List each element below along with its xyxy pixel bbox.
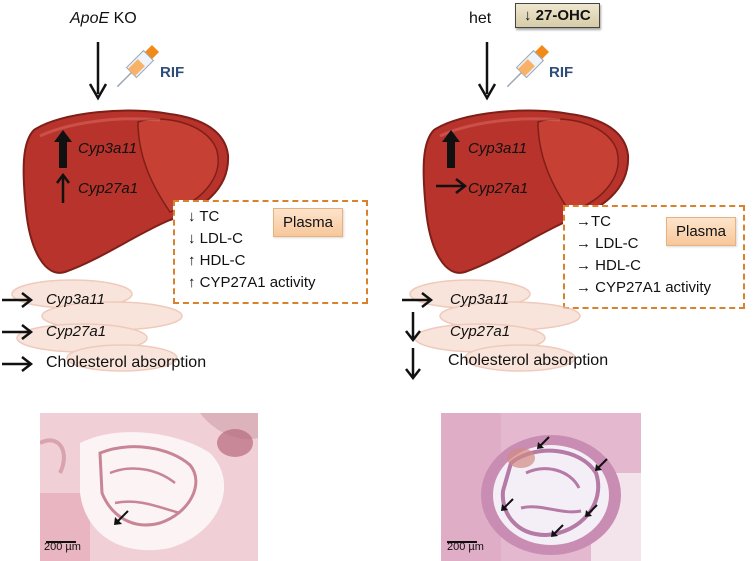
- right-plasma-item-hdl: → HDL-C: [576, 257, 642, 274]
- right-int-gene-cyp27a1: Cyp27a1: [450, 323, 511, 340]
- left-plasma-item-cyp27a1: ↑ CYP27A1 activity: [188, 274, 316, 291]
- right-liver-cyp27a1-flat-arrow: [436, 178, 468, 194]
- left-int-arrow-1: [2, 292, 34, 308]
- left-histology-image: 200 µm: [40, 413, 258, 561]
- right-intestine-icon: [409, 279, 581, 372]
- right-condition-label: het: [469, 10, 492, 27]
- left-int-gene-cyp3a11: Cyp3a11: [46, 291, 105, 308]
- right-scale-label: 200 µm: [447, 541, 484, 553]
- left-intestine-icon: [11, 279, 183, 372]
- left-condition-label: ApoE KO: [70, 10, 137, 27]
- left-liver-gene-cyp27a1: Cyp27a1: [78, 180, 139, 197]
- right-histology-pointer-arrow-4: [585, 504, 598, 517]
- right-histology-pointer-arrow-5: [551, 524, 564, 537]
- right-histology-pointer-arrow-2: [595, 458, 608, 471]
- right-liver-gene-cyp27a1: Cyp27a1: [468, 180, 529, 197]
- left-drug-label: RIF: [160, 64, 185, 81]
- right-histology-pointer-arrow-1: [537, 436, 550, 449]
- left-treatment-arrow: [88, 42, 108, 101]
- right-syringe-icon: [506, 44, 550, 88]
- left-plasma-tag: Plasma: [273, 208, 344, 237]
- left-int-cholesterol-absorption: Cholesterol absorption: [46, 354, 207, 371]
- right-treatment-arrow: [477, 42, 497, 101]
- left-liver-icon: [22, 109, 230, 274]
- right-histology-pointer-arrow-3: [501, 498, 514, 511]
- left-scale-bar: [46, 541, 76, 543]
- right-int-cholesterol-absorption: Cholesterol absorption: [448, 352, 609, 369]
- right-histology-image: 200 µm: [441, 413, 641, 561]
- right-plasma-item-ldl: → LDL-C: [576, 235, 639, 252]
- right-histology-drawing: [441, 413, 641, 561]
- left-syringe-icon: [116, 44, 160, 88]
- left-plasma-item-tc: ↓ TC: [188, 208, 220, 225]
- right-plasma-list: →TC → LDL-C → HDL-C → CYP27A1 activity: [576, 211, 711, 299]
- left-int-gene-cyp27a1: Cyp27a1: [46, 323, 107, 340]
- right-int-arrow-3: [405, 348, 421, 380]
- right-plasma-item-cyp27a1: → CYP27A1 activity: [576, 279, 712, 296]
- right-plasma-tag: Plasma: [666, 217, 737, 246]
- right-liver-cyp3a11-up-arrow: [442, 130, 460, 168]
- left-int-arrow-3: [2, 356, 34, 372]
- left-liver-gene-cyp3a11: Cyp3a11: [78, 140, 137, 157]
- right-int-arrow-1: [402, 292, 434, 308]
- left-liver-cyp3a11-up-arrow: [54, 130, 72, 168]
- right-int-gene-cyp3a11: Cyp3a11: [450, 291, 509, 308]
- right-plasma-item-tc: →TC: [576, 213, 611, 230]
- left-int-arrow-2: [2, 324, 34, 340]
- left-liver-cyp27a1-up-arrow: [56, 173, 70, 203]
- right-scale-bar: [447, 541, 477, 543]
- left-plasma-item-hdl: ↑ HDL-C: [188, 252, 246, 269]
- right-liver-gene-cyp3a11: Cyp3a11: [468, 140, 527, 157]
- right-int-arrow-2: [405, 312, 421, 342]
- left-scale-label: 200 µm: [44, 541, 81, 553]
- left-plasma-list: ↓ TC ↓ LDL-C ↑ HDL-C ↑ CYP27A1 activity: [188, 206, 316, 294]
- left-histology-pointer-arrow: [114, 510, 129, 525]
- right-27ohc-badge: ↓ 27-OHC: [515, 3, 600, 28]
- left-histology-drawing: [40, 413, 258, 561]
- left-plasma-item-ldl: ↓ LDL-C: [188, 230, 244, 247]
- right-drug-label: RIF: [549, 64, 574, 81]
